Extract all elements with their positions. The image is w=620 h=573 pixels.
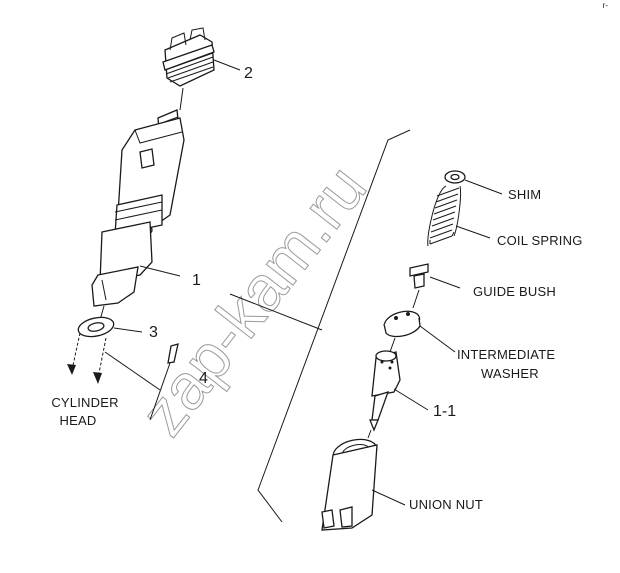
- label-intermediate-washer-line1: INTERMEDIATE: [457, 347, 555, 362]
- callout-1: 1: [192, 272, 201, 289]
- callout-labels: r- 2 1 3 4 CYLINDER HEAD SHIM COIL SPRIN…: [51, 1, 608, 512]
- label-coil-spring: COIL SPRING: [497, 233, 583, 248]
- part-1-1-nozzle: [369, 337, 429, 432]
- callout-2: 2: [244, 65, 253, 82]
- part-intermediate-washer: [383, 289, 456, 353]
- part-coil-spring: [427, 185, 491, 247]
- part-1-nozzle-holder: [91, 109, 185, 307]
- part-4-pin: [149, 343, 179, 421]
- nozzle-assembly-right: [229, 129, 503, 531]
- part-guide-bush: [409, 263, 461, 289]
- part-3-gasket: [77, 305, 143, 338]
- label-cylinder-head-line2: HEAD: [60, 413, 97, 428]
- label-intermediate-washer-line2: WASHER: [481, 366, 539, 381]
- label-union-nut: UNION NUT: [409, 497, 483, 512]
- callout-1-1: 1-1: [433, 403, 456, 420]
- part-2-retaining-cap: [162, 27, 241, 111]
- corner-mark: r-: [603, 1, 609, 10]
- callout-4: 4: [199, 370, 208, 387]
- assembly-bracket: [257, 129, 411, 523]
- injector-assembly-left: [67, 27, 241, 421]
- part-union-nut: [321, 429, 406, 531]
- label-shim: SHIM: [508, 187, 541, 202]
- label-cylinder-head-line1: CYLINDER: [51, 395, 118, 410]
- callout-3: 3: [149, 324, 158, 341]
- label-guide-bush: GUIDE BUSH: [473, 284, 556, 299]
- part-shim: [444, 170, 503, 195]
- cylinder-head-arrows: [67, 332, 161, 391]
